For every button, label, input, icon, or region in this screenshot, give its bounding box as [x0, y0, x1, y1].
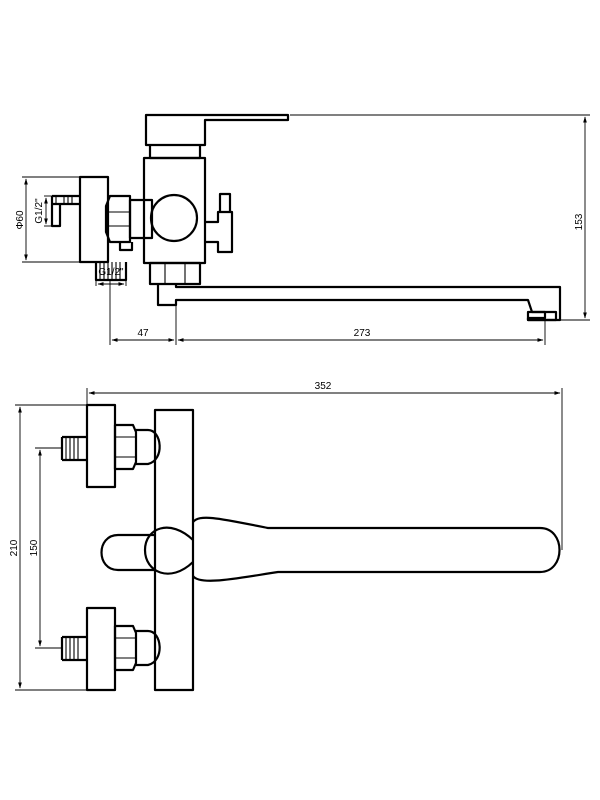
threaded-inlet [50, 194, 80, 228]
spout-nut [148, 261, 202, 286]
dim-height-label: 153 [574, 213, 585, 230]
top-flange-lower [85, 606, 117, 692]
spout [156, 284, 562, 322]
top-flange-upper [85, 403, 117, 489]
side-view: 153 47 273 Φ60 G1/2" G1/2" [15, 113, 590, 345]
top-lever-handle [192, 516, 561, 582]
diverter-knob [149, 193, 199, 243]
top-diverter-knob [100, 533, 155, 572]
hex-nut [104, 194, 132, 244]
dim-right-label: 273 [354, 328, 371, 339]
dim-diameter-label: Φ60 [15, 210, 26, 230]
dim-left-label: 47 [137, 328, 149, 339]
diverter-button [205, 210, 234, 254]
top-view: 352 210 150 [9, 381, 563, 692]
thread-upper-label: G1/2" [34, 198, 45, 224]
dim-height-top-label: 210 [9, 539, 20, 556]
dim-spacing-label: 150 [29, 539, 40, 556]
lever-handle [144, 113, 290, 147]
dim-width-label: 352 [315, 381, 332, 392]
aerator [526, 310, 558, 322]
wall-flange [78, 175, 110, 264]
bottom-thread [94, 262, 128, 282]
top-body [153, 408, 195, 692]
thread-lower-label: G1/2" [98, 267, 124, 278]
